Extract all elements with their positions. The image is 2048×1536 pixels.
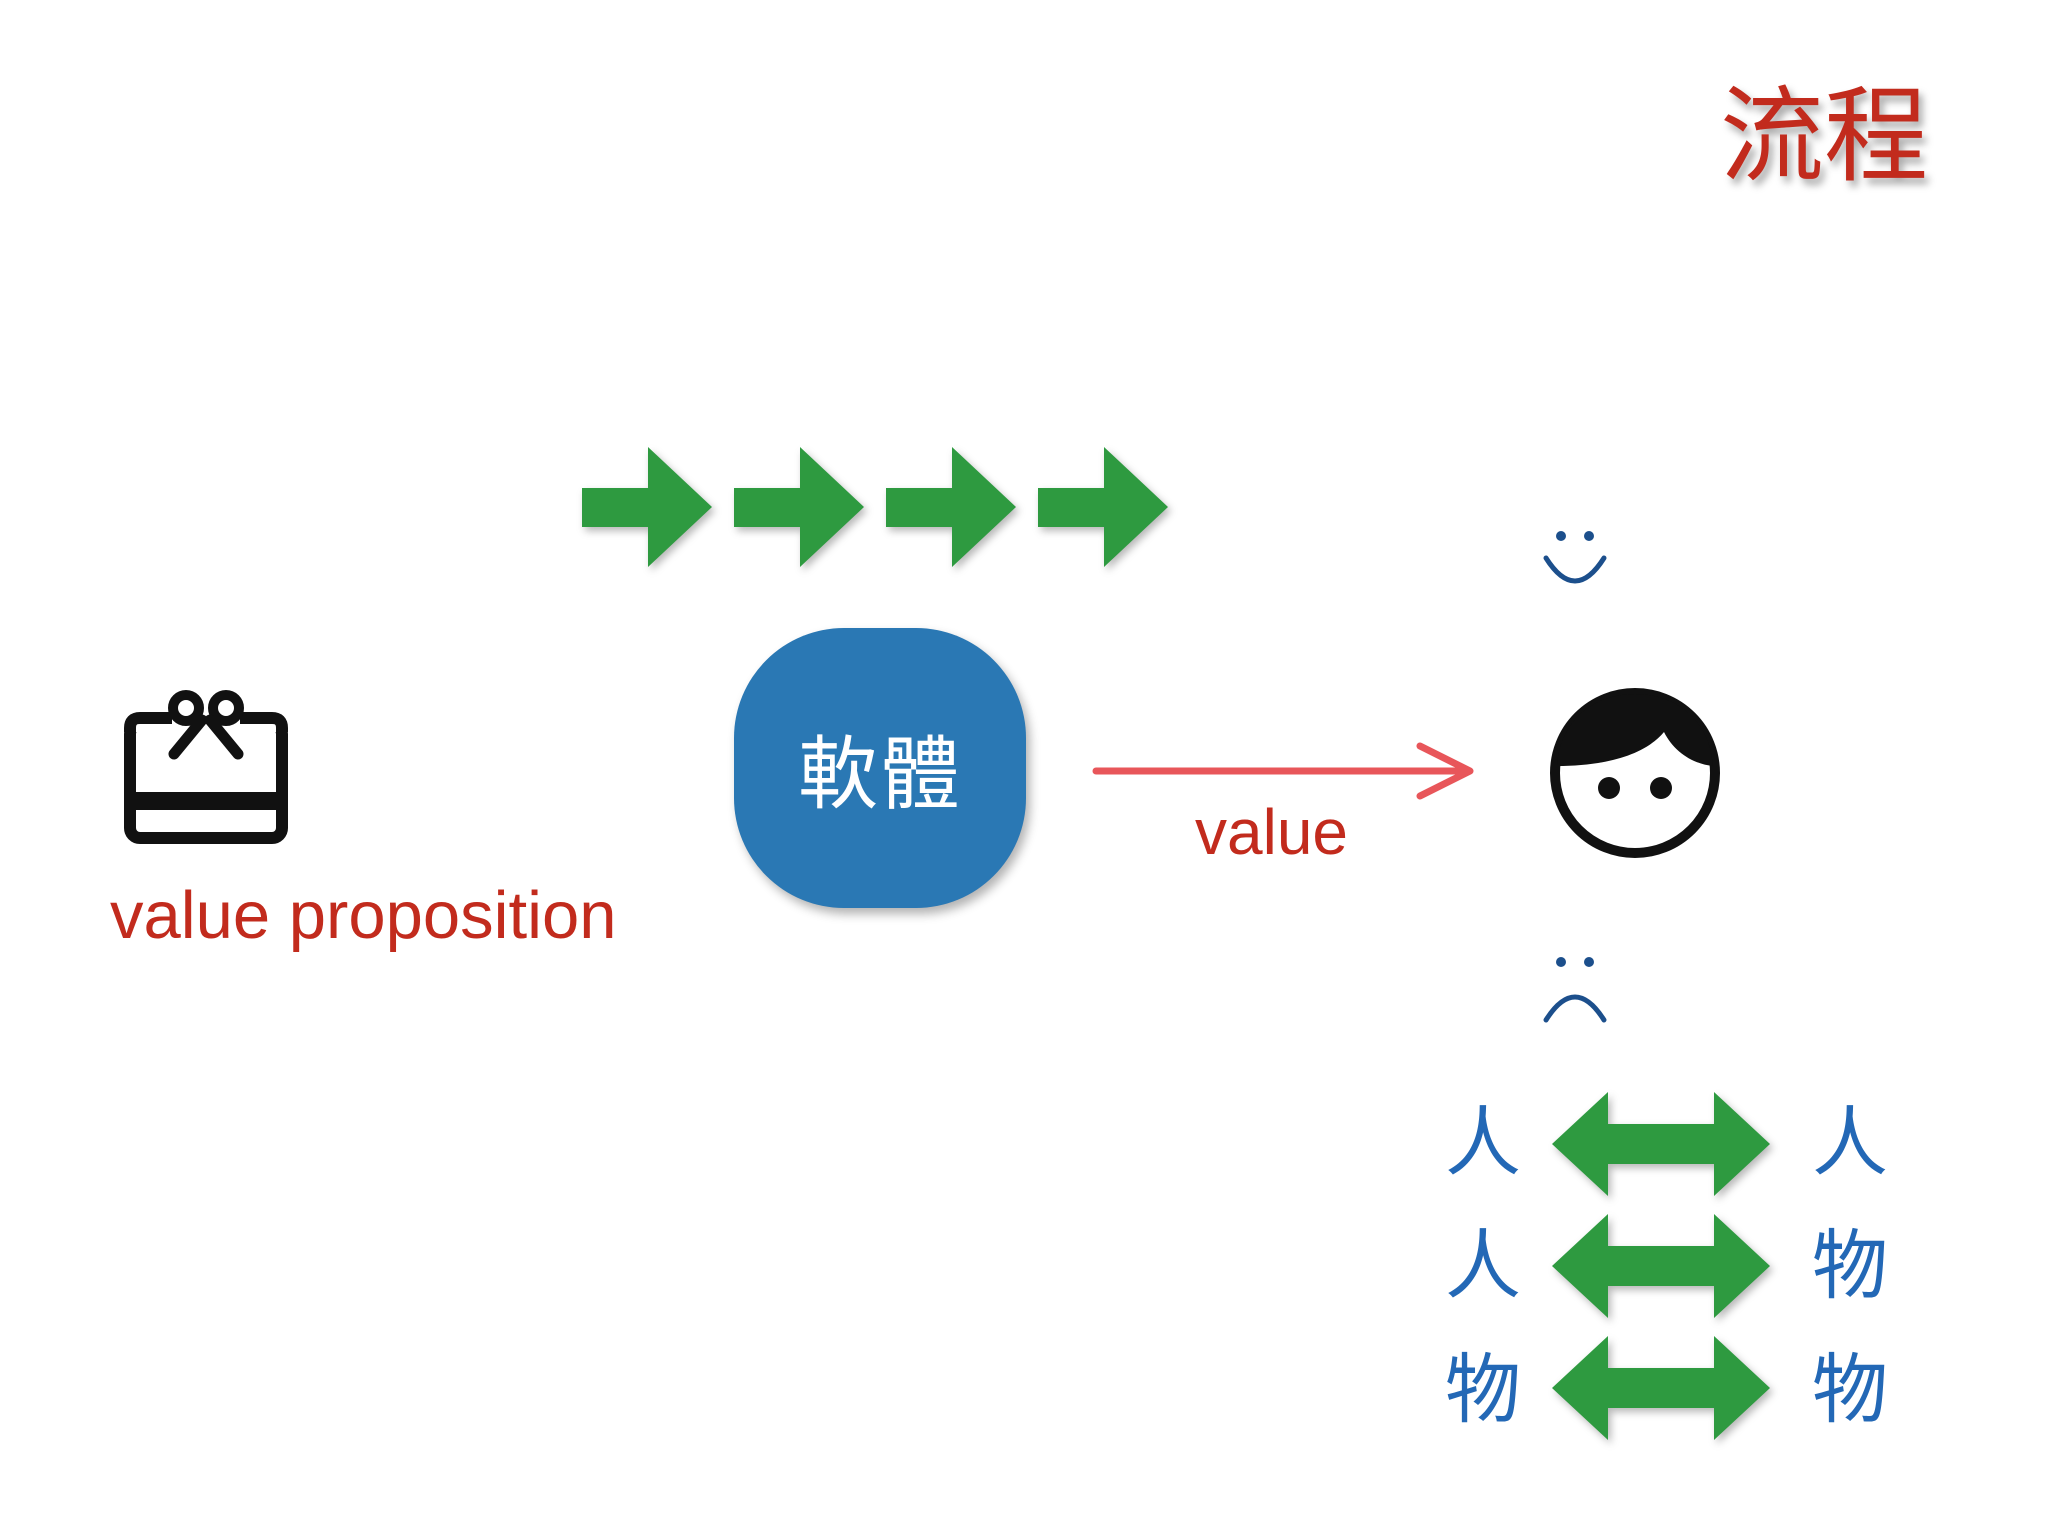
right-arrow-icon (734, 447, 864, 567)
relation-left-2: 人 (1445, 1221, 1521, 1310)
relation-right-1: 人 (1812, 1098, 1888, 1187)
relation-right-3: 物 (1812, 1345, 1888, 1434)
relation-left-1: 人 (1445, 1098, 1521, 1187)
value-arrow (1092, 742, 1474, 800)
flow-arrows (582, 447, 1168, 567)
right-arrow-icon (582, 447, 712, 567)
right-arrow-icon (886, 447, 1016, 567)
relation-left-3: 物 (1445, 1345, 1521, 1434)
happy-face-icon (1543, 531, 1607, 584)
value-label: value (1195, 796, 1348, 868)
sad-face-icon (1543, 957, 1607, 1023)
right-arrow-icon (1038, 447, 1168, 567)
person-face-icon (1550, 688, 1720, 858)
relation-right-2: 物 (1812, 1221, 1888, 1310)
software-label: 軟體 (798, 728, 962, 821)
software-box: 軟體 (734, 628, 1026, 908)
value-proposition-label: value proposition (110, 878, 617, 953)
gift-card-icon (124, 690, 288, 844)
double-arrow-icon (1552, 1214, 1770, 1318)
double-arrow-icon (1552, 1336, 1770, 1440)
double-arrow-icon (1552, 1092, 1770, 1196)
slide-title: 流程 (1720, 75, 1929, 197)
